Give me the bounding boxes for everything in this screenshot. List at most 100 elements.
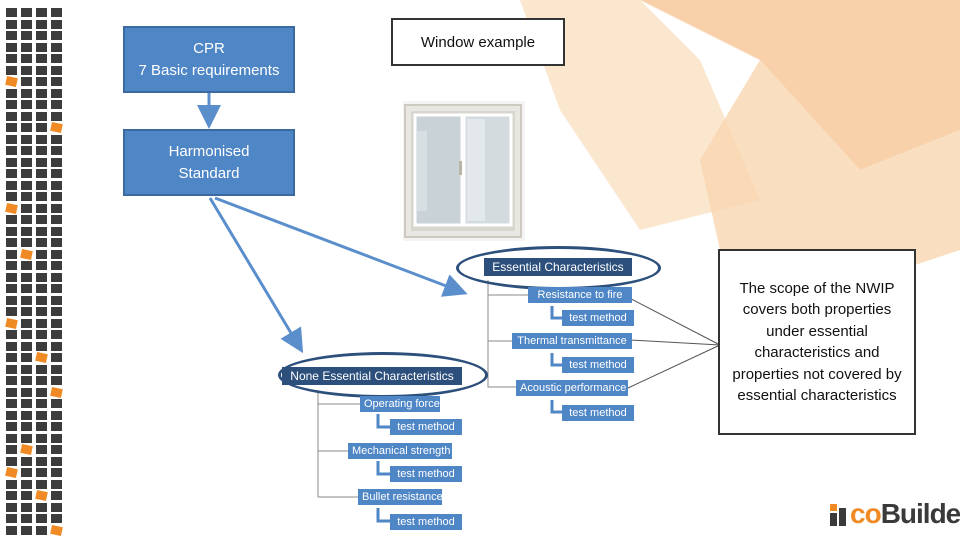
grid-square	[36, 410, 47, 420]
grid-square	[21, 341, 32, 351]
grid-square	[36, 502, 47, 512]
grid-square	[51, 134, 62, 144]
grid-square	[51, 169, 62, 178]
grid-square	[36, 525, 47, 535]
scope-note-text: The scope of the NWIP covers both proper…	[732, 279, 902, 405]
essential-item-method: test method	[562, 310, 634, 326]
grid-square	[51, 364, 62, 374]
none-essential-item-method: test method	[390, 514, 462, 530]
grid-square	[21, 261, 32, 270]
grid-square	[21, 353, 32, 362]
grid-square	[36, 157, 47, 167]
grid-square	[6, 284, 17, 293]
none-essential-item-label: Operating forces	[360, 396, 445, 412]
grid-square	[51, 410, 62, 420]
grid-square	[6, 134, 17, 144]
grid-square	[36, 226, 47, 236]
grid-square	[51, 146, 62, 155]
grid-square	[36, 238, 47, 247]
grid-square	[21, 77, 32, 86]
grid-square	[36, 249, 47, 259]
grid-square	[21, 284, 32, 293]
grid-square	[51, 226, 62, 236]
grid-square	[51, 88, 62, 98]
none-essential-item-method: test method	[390, 419, 462, 435]
grid-square	[21, 88, 32, 98]
grid-square	[21, 215, 32, 224]
grid-square	[6, 42, 17, 52]
grid-square	[36, 387, 47, 397]
grid-square	[36, 456, 47, 466]
grid-square	[51, 157, 62, 167]
grid-square	[21, 410, 32, 420]
grid-square	[51, 192, 62, 201]
grid-square	[6, 433, 17, 443]
grid-square	[36, 433, 47, 443]
grid-square	[51, 31, 62, 40]
grid-square	[51, 261, 62, 270]
grid-square	[21, 307, 32, 316]
grid-square	[21, 238, 32, 247]
grid-square	[36, 376, 47, 385]
grid-square	[51, 307, 62, 316]
grid-square	[6, 422, 17, 431]
grid-square	[21, 169, 32, 178]
grid-square	[36, 295, 47, 305]
grid-square	[6, 169, 17, 178]
logo-mark-icon	[830, 504, 846, 526]
grid-square	[36, 42, 47, 52]
essential-item-method: test method	[562, 357, 634, 373]
grid-square	[6, 353, 17, 362]
grid-square	[36, 330, 47, 339]
grid-square	[6, 387, 17, 397]
grid-square	[21, 525, 32, 535]
window-image	[403, 101, 525, 241]
grid-square	[36, 169, 47, 178]
grid-square	[6, 8, 17, 17]
grid-square	[6, 146, 17, 155]
grid-square	[21, 330, 32, 339]
logo-part-builder: Builder	[880, 498, 960, 529]
grid-square	[36, 307, 47, 316]
grid-square	[21, 8, 32, 17]
grid-square	[21, 157, 32, 167]
grid-square	[51, 491, 62, 500]
grid-square	[6, 238, 17, 247]
grid-square	[51, 502, 62, 512]
grid-square	[6, 399, 17, 408]
essential-item-label: Thermal transmittance	[512, 333, 632, 349]
grid-square	[6, 180, 17, 190]
grid-square	[36, 54, 47, 63]
none-essential-characteristics-title: None Essential Characteristics	[282, 367, 462, 385]
icobuilder-logo: icoBuilder	[828, 498, 960, 532]
grid-square	[21, 272, 32, 282]
grid-square	[6, 261, 17, 270]
grid-square	[51, 180, 62, 190]
grid-square	[21, 111, 32, 121]
grid-square	[6, 272, 17, 282]
grid-square	[36, 134, 47, 144]
grid-square	[51, 445, 62, 454]
grid-square	[6, 479, 17, 489]
grid-square	[36, 261, 47, 270]
harmonised-standard-box: Harmonised Standard	[123, 129, 295, 196]
grid-square	[51, 65, 62, 75]
grid-square	[21, 123, 32, 132]
grid-square	[51, 8, 62, 17]
grid-square	[6, 19, 17, 29]
grid-square	[6, 307, 17, 316]
grid-square	[6, 111, 17, 121]
grid-square	[6, 364, 17, 374]
grid-square	[21, 514, 32, 523]
grid-square	[51, 42, 62, 52]
grid-square	[51, 479, 62, 489]
none-essential-item-label: Bullet resistance	[358, 489, 443, 505]
grid-square	[36, 111, 47, 121]
grid-square	[36, 272, 47, 282]
grid-square	[51, 353, 62, 362]
grid-square	[36, 514, 47, 523]
grid-square	[21, 318, 32, 328]
window-example-box: Window example	[391, 18, 565, 66]
grid-square	[51, 318, 62, 328]
